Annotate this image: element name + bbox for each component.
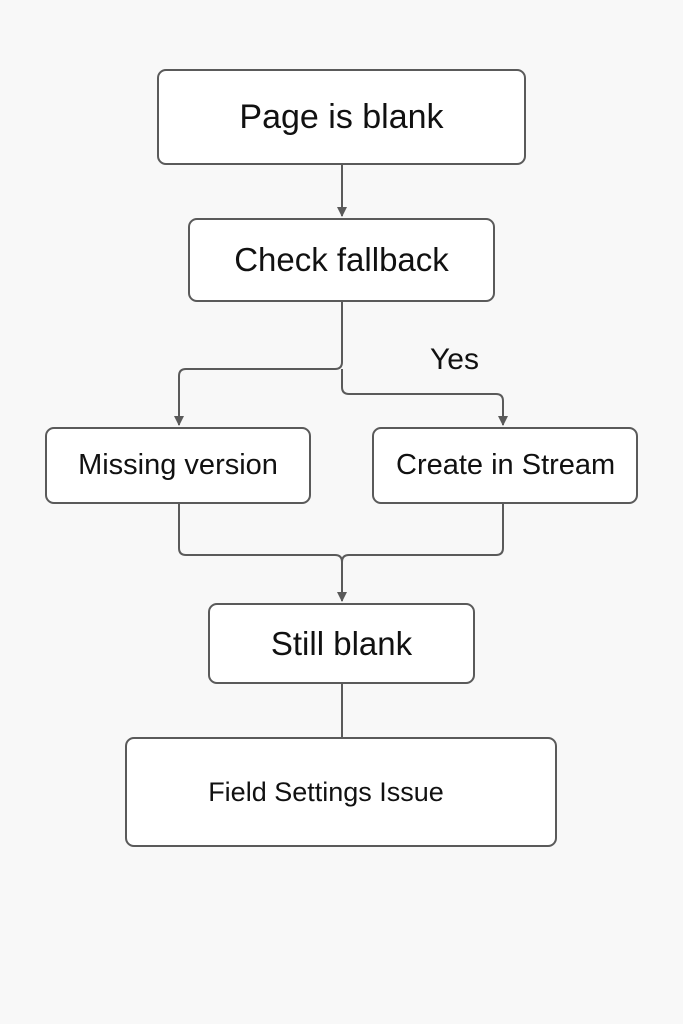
node-still-blank-label: Still blank [270, 624, 413, 662]
node-missing-version-label: Missing version [78, 449, 278, 481]
node-still-blank: Still blank [208, 603, 475, 684]
edge-label-yes: Yes [430, 343, 479, 376]
node-field-settings-issue: Field Settings Issue [125, 737, 557, 847]
connector-check-fallback-to-missing-version [174, 302, 343, 426]
node-check-fallback: Check fallback [188, 218, 495, 302]
node-page-is-blank: Page is blank [157, 69, 526, 165]
connector-missing-version-to-still-blank [178, 504, 347, 602]
node-check-fallback-label: Check fallback [234, 241, 449, 278]
node-create-in-stream: Create in Stream [372, 427, 638, 504]
node-page-is-blank-label: Page is blank [239, 97, 444, 136]
connector-check-fallback-to-create-in-stream [341, 369, 508, 426]
connector-create-in-stream-to-still-blank [341, 504, 504, 563]
node-missing-version: Missing version [45, 427, 311, 504]
node-create-in-stream-label: Create in Stream [396, 449, 616, 481]
node-field-settings-issue-label: Field Settings Issue [208, 776, 444, 807]
